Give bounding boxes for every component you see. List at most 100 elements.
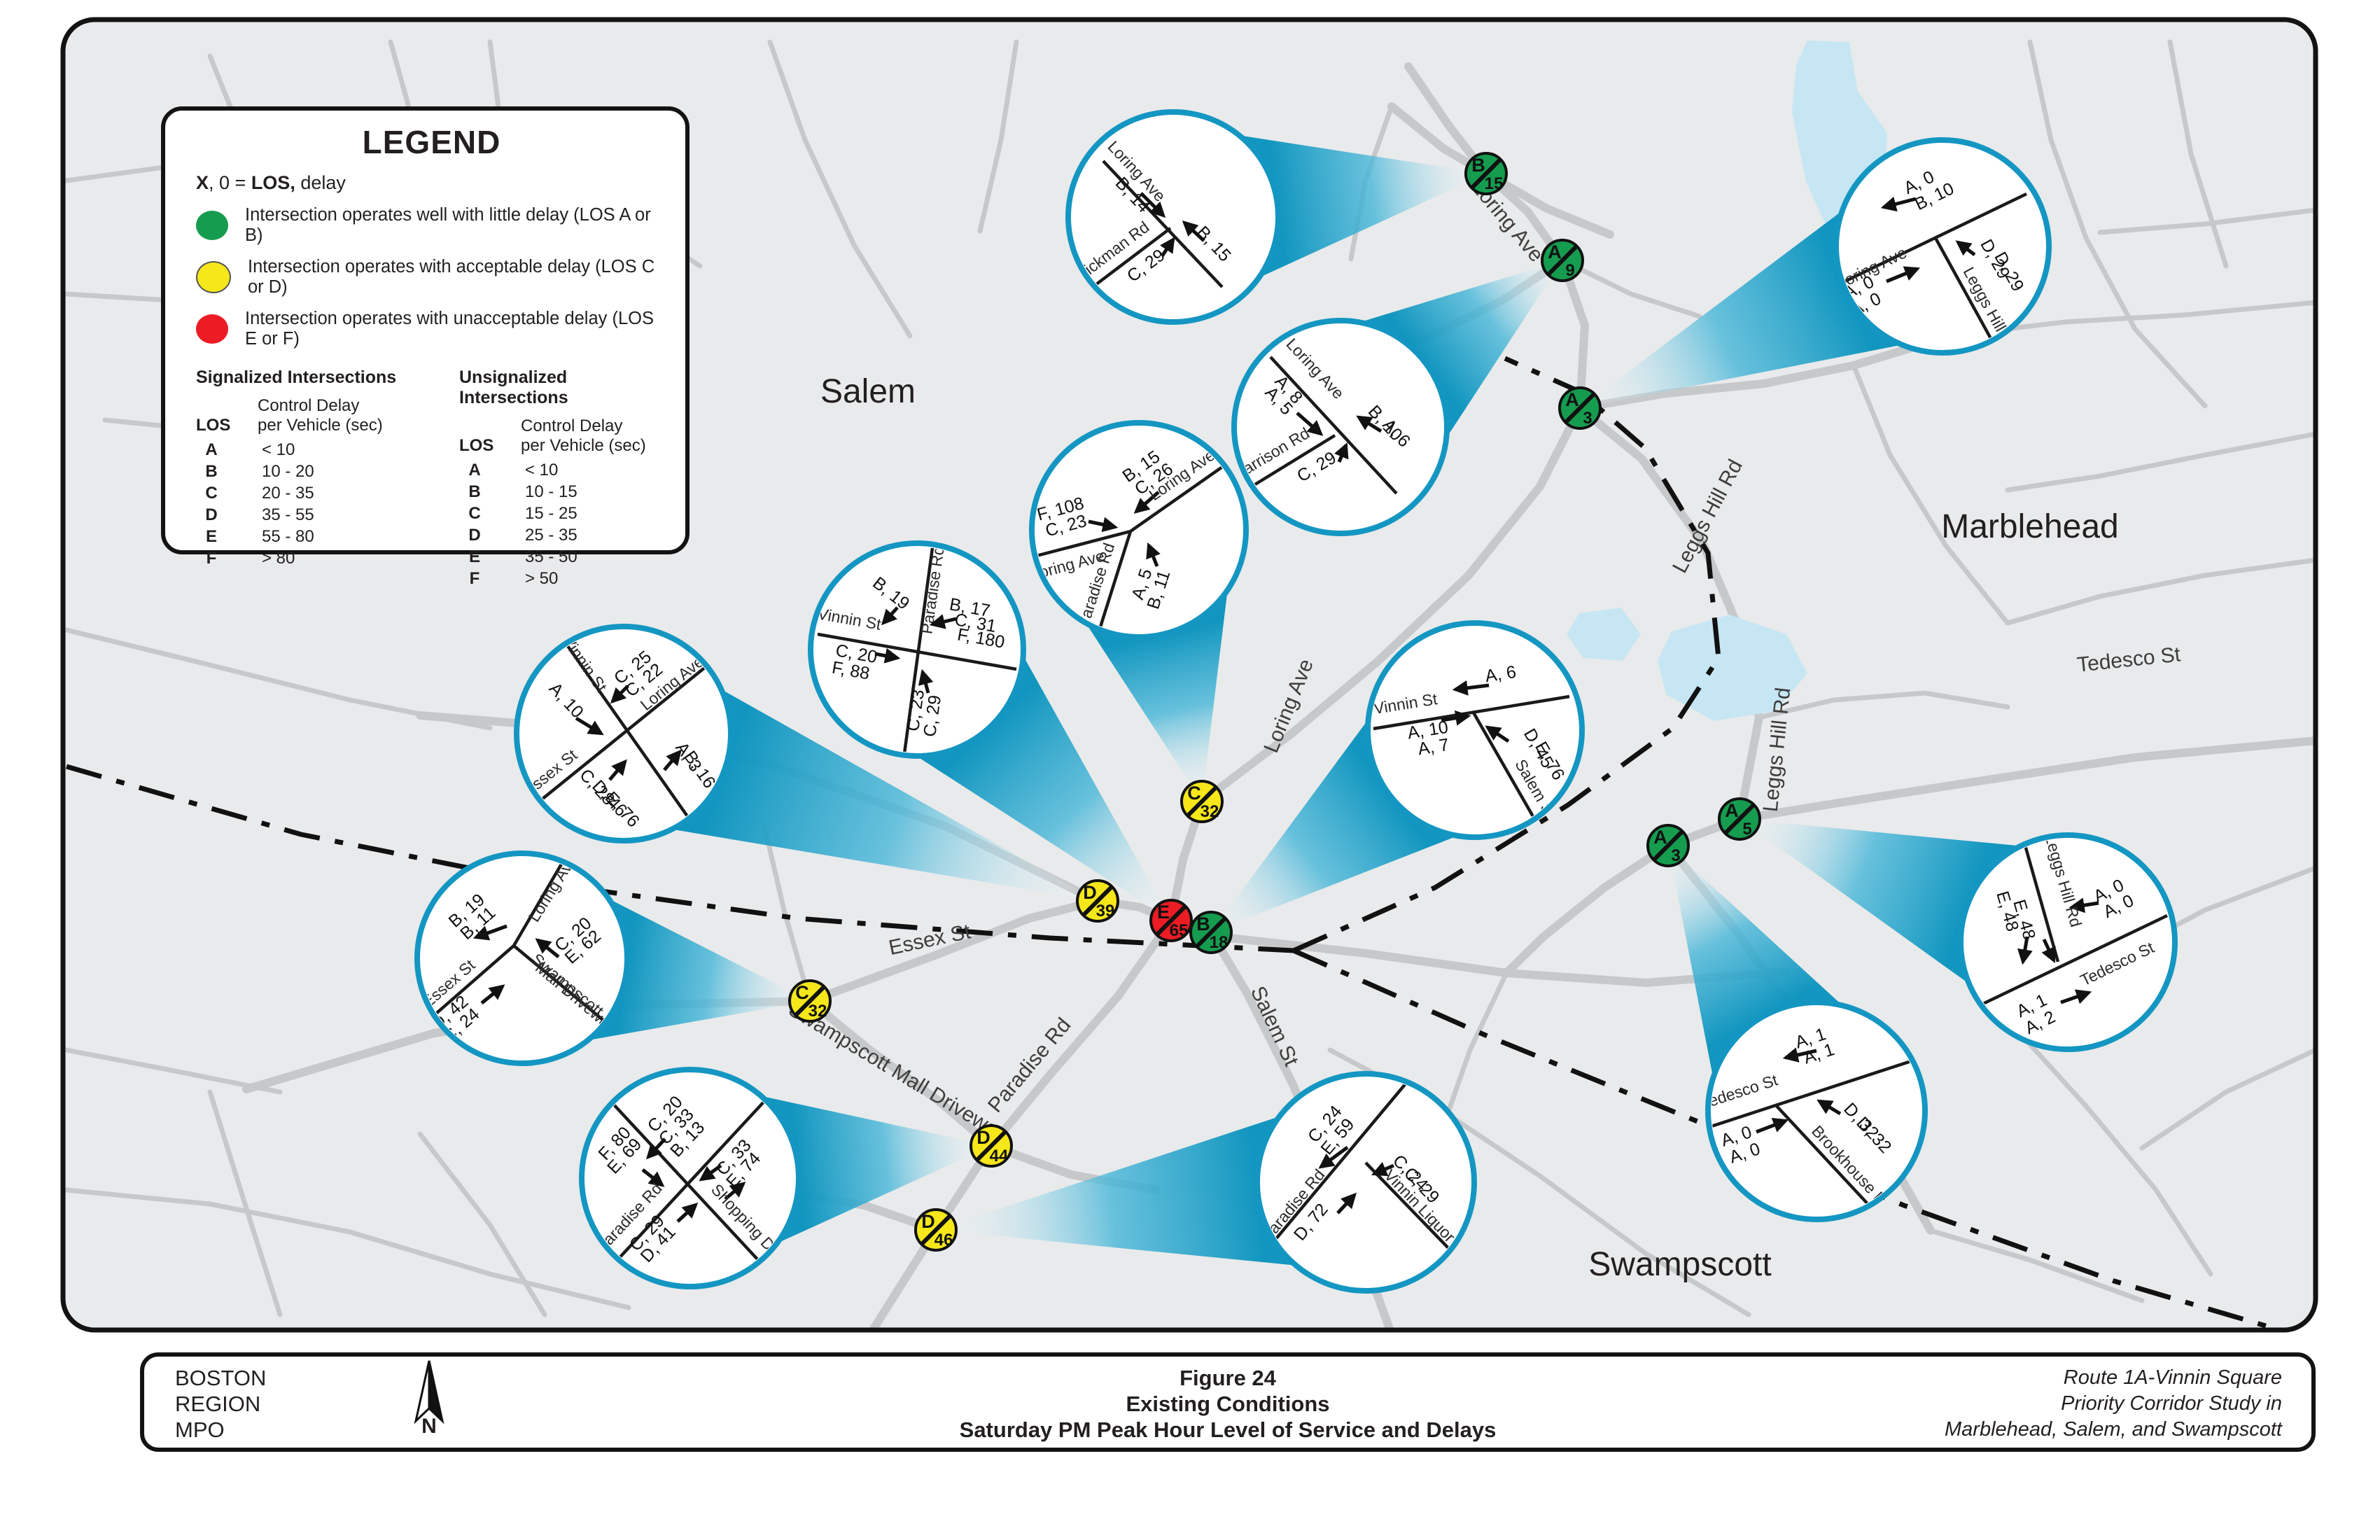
- los-grade: E: [205, 527, 217, 546]
- callout-circle: [1958, 832, 2178, 1052]
- col-header-los: LOS: [196, 416, 231, 435]
- marker-los-letter: E: [1157, 902, 1170, 923]
- marker-delay-value: 5: [1742, 820, 1751, 839]
- figure-title: Figure 24 Existing Conditions Saturday P…: [144, 1365, 2311, 1443]
- marker-delay-value: 32: [808, 1002, 827, 1021]
- north-arrow-icon: [414, 1360, 444, 1424]
- agency-line: REGION: [175, 1392, 261, 1416]
- boundary-line: [1292, 356, 1721, 953]
- delay-range: 35 - 50: [525, 547, 578, 566]
- los-marker-D-39: D39: [1076, 879, 1119, 923]
- turn-arrow-icon: [610, 685, 629, 704]
- marker-los-letter: B: [1471, 155, 1485, 176]
- callout-street-line: [1266, 1082, 1408, 1250]
- callout-street-line: [1096, 531, 1133, 634]
- road-minor: [207, 1089, 283, 1317]
- road-minor: [2167, 39, 2229, 269]
- turn-arrow-icon: [1160, 237, 1175, 258]
- delay-range: < 10: [262, 440, 295, 459]
- turn-arrow-icon: [881, 606, 899, 626]
- turn-arrow-icon: [1441, 710, 1471, 726]
- town-label-swampscott: Swampscott: [1588, 1246, 1771, 1283]
- turn-arrow-icon: [480, 984, 505, 1004]
- study-line: Priority Corridor Study in: [2061, 1392, 2282, 1415]
- legend-dot-icon: [196, 261, 231, 293]
- marker-los-letter: A: [1565, 389, 1579, 410]
- callout-street-line: [537, 665, 708, 804]
- marker-delay-value: 3: [1583, 409, 1592, 428]
- delay-range: 35 - 55: [262, 505, 314, 524]
- turn-arrow-icon: [1133, 491, 1160, 514]
- los-grade: A: [468, 461, 481, 479]
- road-minor: [2139, 1047, 2316, 1151]
- callout-street-line: [1774, 1104, 1872, 1209]
- figure-number: Figure 24: [1180, 1366, 1276, 1390]
- legend-item-label: Intersection operates with acceptable de…: [248, 257, 655, 297]
- callout-street-line: [610, 1101, 760, 1262]
- delay-range: 55 - 80: [262, 527, 314, 546]
- delay-range: 10 - 20: [262, 462, 314, 481]
- los-marker-B-15: B15: [1464, 152, 1508, 195]
- delay-range: < 10: [525, 461, 559, 479]
- legend-dot-icon: [196, 314, 228, 344]
- legend-item: Intersection operates with unacceptable …: [196, 309, 667, 349]
- road-major: [1576, 404, 1764, 823]
- marker-delay-value: 15: [1485, 174, 1504, 193]
- delay-range: > 80: [262, 549, 295, 568]
- marker-delay-value: 3: [1671, 846, 1680, 865]
- marker-los-letter: C: [1187, 783, 1201, 804]
- callout-circle: [1029, 420, 1249, 640]
- road-minor: [1560, 258, 1702, 319]
- turn-arrow-icon: [929, 614, 957, 629]
- los-grade: C: [468, 504, 481, 523]
- callout-street-line: [1712, 1058, 1914, 1128]
- road-minor: [2005, 431, 2316, 493]
- road-minor: [417, 1131, 547, 1317]
- map-frame: [60, 17, 2318, 1333]
- callout-street-line: [424, 944, 515, 1024]
- study-line: Marblehead, Salem, and Swampscott: [1945, 1418, 2282, 1441]
- study-line: Route 1A-Vinnin Square: [2063, 1366, 2282, 1389]
- road-major: [1167, 404, 1584, 925]
- marker-delay-value: 65: [1170, 921, 1189, 940]
- callout-street-line: [2022, 842, 2060, 962]
- turn-arrow-icon: [676, 1203, 699, 1223]
- marker-delay-value: 39: [1096, 902, 1115, 920]
- los-marker-C-32: C32: [1180, 780, 1224, 823]
- delay-range: 15 - 25: [525, 504, 578, 523]
- turn-arrow-icon: [1296, 412, 1324, 436]
- wedge-vinnin-st-essex-st-loring-ave: [666, 687, 1098, 901]
- turn-arrow-icon: [1146, 542, 1161, 567]
- turn-arrow-icon: [2017, 936, 2033, 965]
- los-grade: D: [468, 526, 481, 545]
- callout-circle: [1705, 1000, 1928, 1222]
- callout-circle: [1254, 1071, 1477, 1294]
- los-marker-A-3: A3: [1558, 386, 1602, 430]
- road-minor: [767, 39, 913, 339]
- callout-circle: [1065, 109, 1281, 325]
- callout-street-line: [1364, 1161, 1452, 1252]
- legend-items: Intersection operates well with little d…: [196, 205, 667, 349]
- road-minor: [2027, 39, 2208, 409]
- callout-street-line: [512, 860, 564, 947]
- los-marker-A-3: A3: [1646, 824, 1690, 867]
- road-minor: [2005, 557, 2316, 626]
- callout-circle: [579, 1067, 802, 1289]
- agency-line: MPO: [175, 1418, 225, 1442]
- figure-subtitle: Existing Conditions: [1126, 1392, 1330, 1416]
- note-x: X: [196, 172, 209, 193]
- turn-arrow-icon: [663, 749, 682, 771]
- legend-item-label: Intersection operates with unacceptable …: [245, 309, 654, 349]
- legend-item: Intersection operates with acceptable de…: [196, 257, 667, 298]
